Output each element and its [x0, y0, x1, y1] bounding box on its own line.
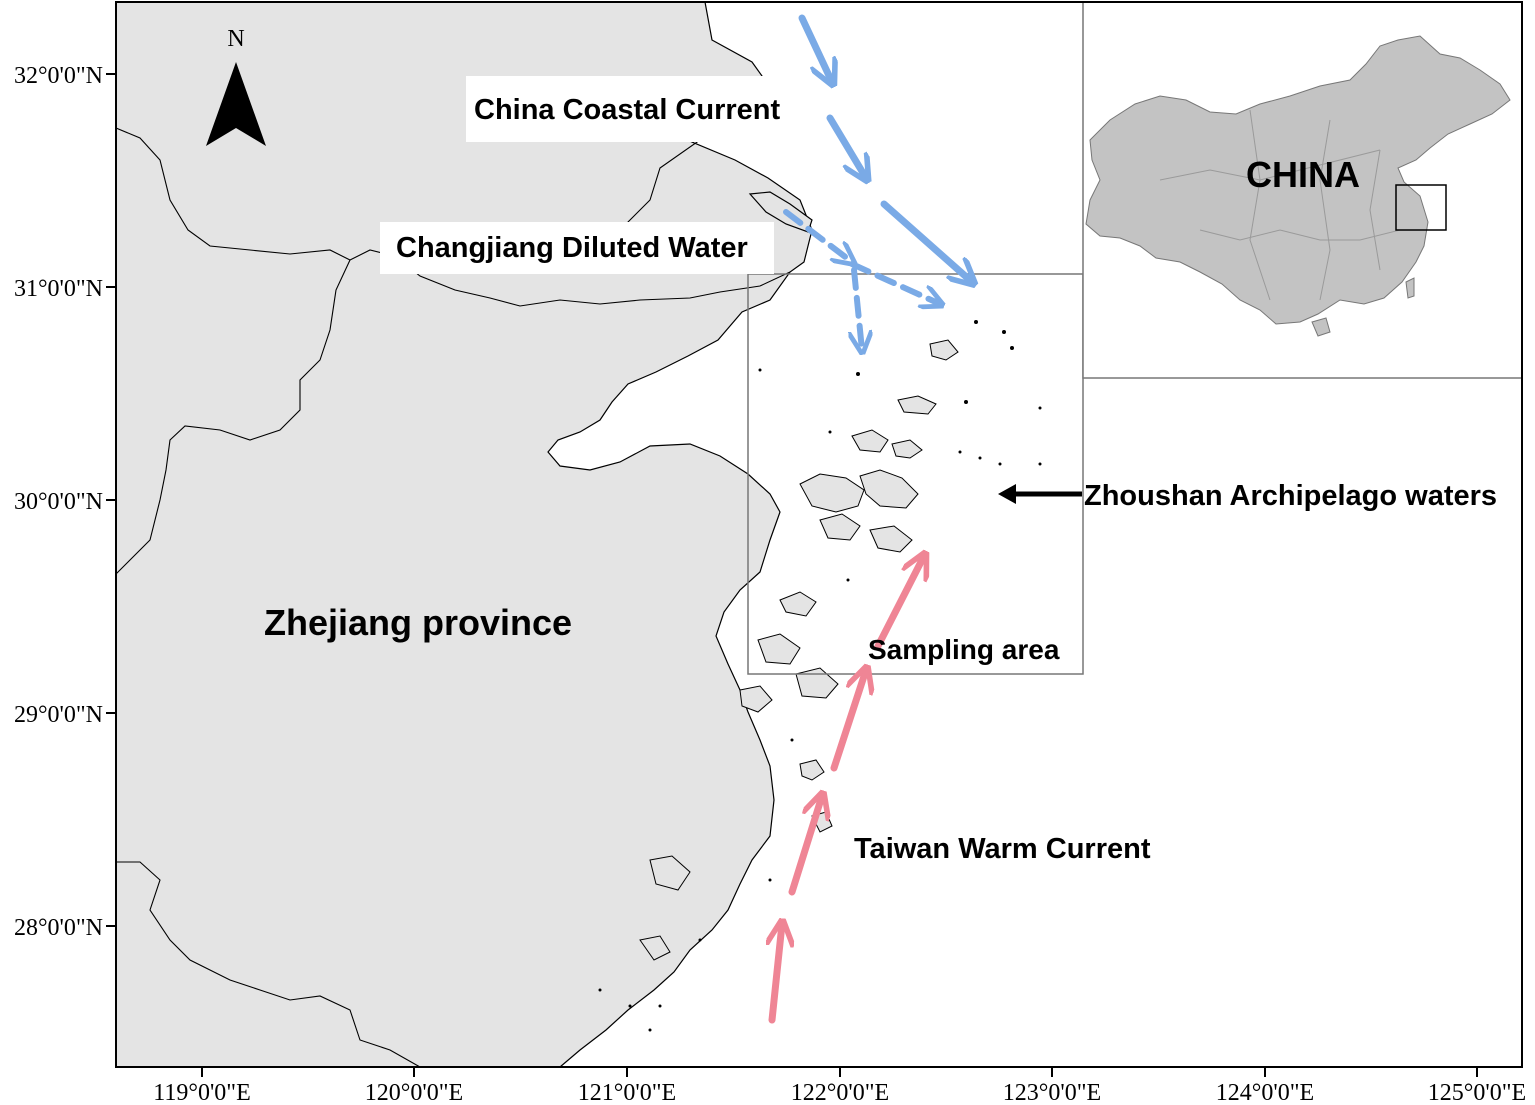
x-tick-label: 121°0'0"E — [578, 1080, 676, 1105]
label-china-coastal-current: China Coastal Current — [474, 94, 780, 126]
y-tick-label: 30°0'0"N — [14, 489, 103, 515]
y-tick-label: 32°0'0"N — [14, 63, 103, 89]
small-islets — [598, 320, 1042, 1032]
taiwan-warm-current-arrows — [772, 556, 924, 1024]
north-arrow-icon — [206, 62, 266, 146]
label-taiwan-warm-current: Taiwan Warm Current — [854, 833, 1151, 865]
x-tick-label: 119°0'0"E — [153, 1080, 251, 1105]
north-arrow: N — [206, 26, 266, 146]
y-tick-label: 28°0'0"N — [14, 915, 103, 941]
zhoushan-pointer-arrow — [998, 484, 1082, 504]
x-tick-label: 124°0'0"E — [1216, 1080, 1314, 1105]
inset-locator-box — [1395, 184, 1447, 231]
sampling-area-box — [747, 273, 1084, 675]
inset-china-label: CHINA — [1246, 154, 1360, 195]
x-tick-label: 120°0'0"E — [365, 1080, 463, 1105]
label-sampling-area: Sampling area — [868, 634, 1060, 665]
x-axis-ticks — [201, 1067, 1478, 1077]
china-coastal-current-arrows — [798, 14, 972, 282]
map-frame — [115, 1, 1523, 1068]
y-axis-ticks — [106, 73, 116, 927]
x-tick-label: 125°0'0"E — [1428, 1080, 1526, 1105]
y-tick-label: 29°0'0"N — [14, 702, 103, 728]
y-tick-label: 31°0'0"N — [14, 276, 103, 302]
label-zhejiang-province: Zhejiang province — [264, 602, 572, 643]
changjiang-diluted-water-arrows — [783, 209, 940, 350]
mainland — [115, 1, 813, 1068]
zhoushan-islands — [639, 339, 959, 961]
north-label: N — [227, 26, 244, 52]
inset-china-map: CHINA — [1082, 1, 1523, 379]
label-bg-diluted — [380, 222, 774, 274]
x-tick-label: 123°0'0"E — [1003, 1080, 1101, 1105]
label-changjiang-diluted-water: Changjiang Diluted Water — [396, 232, 748, 264]
x-tick-label: 122°0'0"E — [791, 1080, 889, 1105]
label-bg-coastal — [466, 76, 804, 142]
label-zhoushan-waters: Zhoushan Archipelago waters — [1084, 480, 1497, 512]
